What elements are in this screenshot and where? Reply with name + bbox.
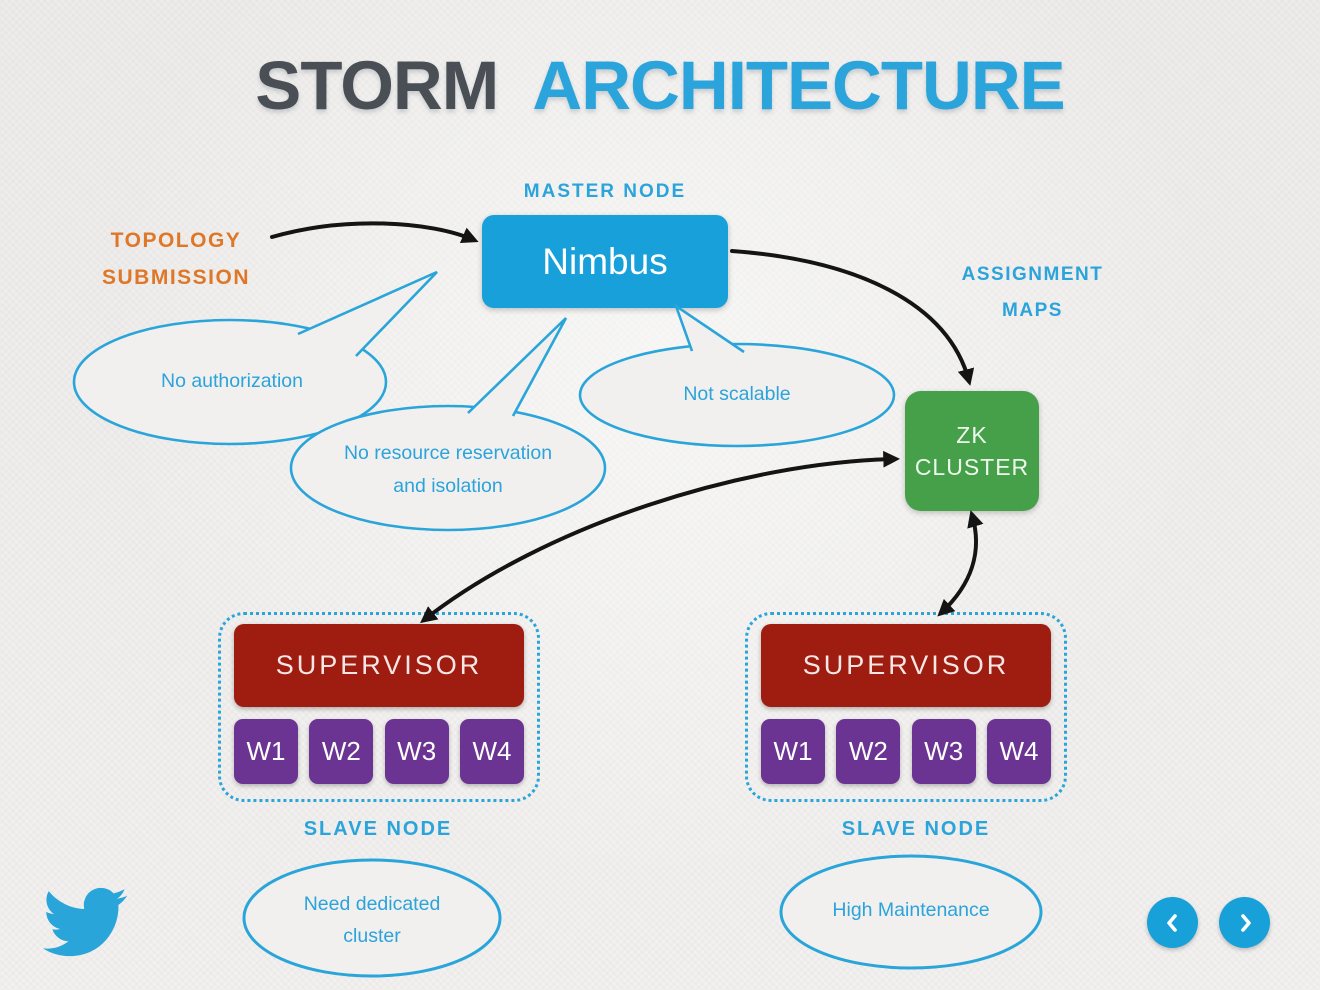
chevron-left-icon (1166, 913, 1177, 932)
bubble-text-no-resource-line2: and isolation (393, 474, 503, 497)
bubble-text-high-maintenance: High Maintenance (832, 899, 990, 921)
speech-bubble-tail (467, 317, 568, 417)
arrow-topology-to-nimbus (270, 221, 479, 244)
zk-cluster-node: ZK CLUSTER (905, 391, 1039, 511)
topology-submission-label: TOPOLOGY SUBMISSION (70, 223, 282, 297)
supervisor-box: SUPERVISOR (761, 624, 1051, 707)
speech-bubble-tail (673, 302, 745, 354)
arrow-zk-supervisor-right (937, 510, 984, 617)
worker-box: W1 (761, 719, 825, 784)
page-title: STORM ARCHITECTURE (0, 46, 1320, 125)
speech-bubble-tail (297, 270, 438, 357)
master-node-label: MASTER NODE (523, 181, 687, 202)
worker-box: W2 (309, 719, 374, 784)
chevron-right-icon (1240, 913, 1251, 932)
bubble-text-no-authorization: No authorization (160, 370, 303, 392)
nimbus-label: Nimbus (542, 240, 668, 282)
worker-box: W2 (836, 719, 901, 784)
bubble-text-need-dedicated-line1: Need dedicated (303, 893, 441, 915)
slave-node-label-right: SLAVE NODE (841, 818, 991, 840)
supervisor-box: SUPERVISOR (234, 624, 524, 707)
worker-box: W3 (384, 719, 449, 784)
topology-line1: TOPOLOGY (110, 229, 242, 252)
assignment-line1: ASSIGNMENT (961, 264, 1104, 285)
title-word-architecture: ARCHITECTURE (532, 47, 1065, 124)
zk-label-line2: CLUSTER (914, 454, 1030, 480)
topology-line2: SUBMISSION (101, 265, 250, 289)
bubble-text-no-resource: No resource reservation and isolation (298, 437, 598, 503)
prev-slide-button[interactable] (1147, 897, 1198, 948)
worker-box: W3 (911, 719, 976, 784)
title-word-storm: STORM (255, 47, 499, 124)
worker-box: W1 (234, 719, 298, 784)
worker-box: W4 (986, 719, 1051, 784)
next-slide-button[interactable] (1219, 897, 1270, 948)
slave-node-label-left: SLAVE NODE (303, 818, 453, 840)
worker-box: W4 (459, 719, 524, 784)
slave-node-group-right: SUPERVISOR W1 W2 W3 W4 (745, 612, 1067, 802)
zk-label-line1: ZK (956, 421, 988, 448)
bubble-text-need-dedicated: Need dedicated cluster (252, 888, 492, 952)
bubble-text-need-dedicated-line2: cluster (343, 925, 401, 948)
nimbus-node: Nimbus (482, 215, 728, 308)
assignment-line2: MAPS (1002, 300, 1063, 322)
twitter-bird-icon (43, 887, 127, 957)
workers-row: W1 W2 W3 W4 (761, 719, 1051, 784)
bubble-text-no-resource-line1: No resource reservation (343, 442, 553, 464)
assignment-maps-label: ASSIGNMENT MAPS (930, 257, 1135, 329)
workers-row: W1 W2 W3 W4 (234, 719, 524, 784)
slave-node-group-left: SUPERVISOR W1 W2 W3 W4 (218, 612, 540, 802)
bubble-text-not-scalable: Not scalable (683, 383, 791, 405)
